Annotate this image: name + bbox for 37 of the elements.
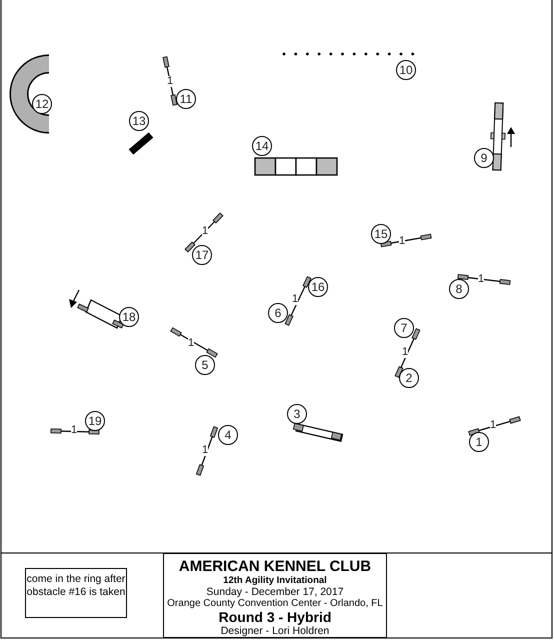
title-block	[163, 553, 387, 638]
obstacle-number: 16	[308, 277, 328, 297]
obstacle-number: 5	[195, 355, 215, 375]
bar-count-label: 1	[167, 76, 174, 87]
obstacle-number: 1	[469, 432, 489, 452]
bar-count-label: 1	[292, 294, 298, 305]
obstacle-number: 8	[449, 279, 469, 299]
obstacle-number: 6	[268, 303, 288, 323]
obstacle-number: 15	[371, 224, 391, 244]
venue-text: Orange County Convention Center - Orlando, FL	[166, 598, 384, 609]
obstacle-number: 9	[474, 148, 494, 168]
organization-name: AMERICAN KENNEL CLUB	[178, 558, 372, 575]
obstacle-number: 3	[287, 404, 307, 424]
designer-text: Designer - Lori Holdren	[220, 625, 330, 637]
bar-count-label: 1	[490, 420, 496, 431]
round-title: Round 3 - Hybrid	[218, 609, 332, 625]
event-date: Sunday - December 17, 2017	[205, 586, 345, 598]
obstacle-number: 19	[85, 411, 105, 431]
obstacle-number: 14	[252, 136, 272, 156]
obstacle-number: 4	[218, 425, 238, 445]
obstacle-number: 7	[394, 318, 414, 338]
bar-count-label: 1	[399, 236, 406, 247]
obstacle-number: 18	[119, 307, 139, 327]
note-box: come in the ring after obstacle #16 is taken	[25, 568, 127, 618]
obstacle-number: 13	[129, 111, 149, 131]
event-name: 12th Agility Invitational	[222, 575, 328, 586]
bar-count-label: 1	[188, 338, 194, 349]
obstacle-number: 17	[192, 245, 212, 265]
bar-count-label: 1	[71, 425, 78, 436]
obstacle-number: 11	[176, 89, 196, 109]
bar-count-label: 1	[202, 445, 208, 456]
bar-count-label: 1	[402, 347, 408, 358]
obstacle-number: 10	[396, 60, 416, 80]
obstacle-number: 12	[32, 94, 52, 114]
bar-count-label: 1	[202, 226, 208, 237]
obstacle-number: 2	[399, 368, 419, 388]
bar-count-label: 1	[478, 274, 484, 285]
